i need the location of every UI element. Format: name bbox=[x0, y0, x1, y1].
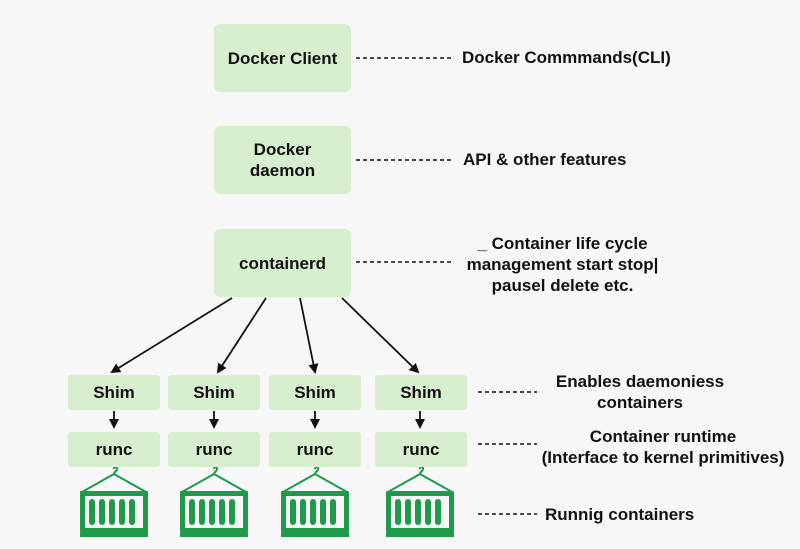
docker-daemon-box: Docker daemon bbox=[214, 126, 351, 194]
runc-box: runc bbox=[375, 432, 467, 467]
client-label-text: Docker Commmands(CLI) bbox=[462, 48, 671, 67]
shim-box: Shim bbox=[168, 375, 260, 410]
arrow-containerd-shim-3 bbox=[299, 297, 319, 374]
runc-text: runc bbox=[95, 439, 133, 459]
shim-text: Shim bbox=[294, 382, 336, 402]
shim-box: Shim bbox=[269, 375, 361, 410]
daemon-label-text: API & other features bbox=[463, 150, 627, 169]
shim-box: Shim bbox=[68, 375, 160, 410]
docker-client-box: Docker Client bbox=[214, 24, 351, 92]
runc-box: runc bbox=[269, 432, 361, 467]
containerd-label-line2: management start stop| bbox=[466, 255, 659, 274]
container-icon bbox=[386, 465, 454, 537]
container-icon bbox=[281, 465, 349, 537]
arrow-containerd-shim-4 bbox=[341, 297, 420, 374]
runc-box: runc bbox=[168, 432, 260, 467]
shim-text: Shim bbox=[93, 382, 135, 402]
containerd-label-line3: pausel delete etc. bbox=[491, 276, 634, 295]
containerd-label: _ Container life cycle management start … bbox=[455, 233, 670, 296]
daemon-label: API & other features bbox=[463, 149, 626, 170]
runc-label-line1: Container runtime bbox=[589, 427, 737, 446]
docker-client-text: Docker Client bbox=[227, 48, 338, 68]
client-label: Docker Commmands(CLI) bbox=[462, 47, 671, 68]
shim-label-line1: Enables daemoniess bbox=[555, 372, 725, 391]
docker-daemon-text-line1: Docker bbox=[253, 140, 312, 159]
containerd-box: containerd bbox=[214, 229, 351, 297]
containers-label: Runnig containers bbox=[545, 504, 694, 525]
containerd-label-line1: _ Container life cycle bbox=[477, 234, 648, 253]
shim-label: Enables daemoniess containers bbox=[535, 371, 745, 413]
containers-label-text: Runnig containers bbox=[545, 505, 695, 524]
arrow-containerd-shim-1 bbox=[110, 297, 233, 374]
shim-box: Shim bbox=[375, 375, 467, 410]
docker-daemon-text-line2: daemon bbox=[249, 161, 316, 180]
runc-box: runc bbox=[68, 432, 160, 467]
container-icon bbox=[80, 465, 148, 537]
shim-text: Shim bbox=[400, 382, 442, 402]
shim-label-line2: containers bbox=[597, 393, 683, 412]
runc-label-line2: (Interface to kernel primitives) bbox=[541, 448, 785, 467]
container-icon bbox=[180, 465, 248, 537]
runc-text: runc bbox=[296, 439, 334, 459]
shim-text: Shim bbox=[193, 382, 235, 402]
arrow-containerd-shim-2 bbox=[216, 297, 267, 374]
runc-text: runc bbox=[402, 439, 440, 459]
containerd-text: containerd bbox=[239, 253, 326, 273]
runc-label: Container runtime (Interface to kernel p… bbox=[528, 426, 798, 468]
runc-text: runc bbox=[195, 439, 233, 459]
